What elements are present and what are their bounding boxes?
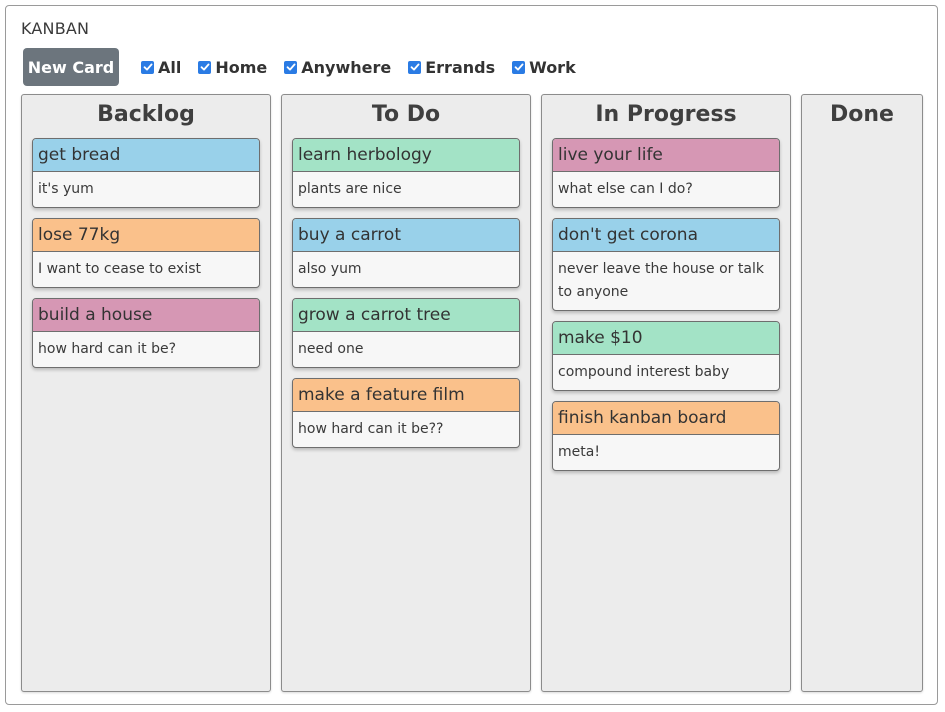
column-title: Done: [830, 102, 894, 127]
filter-label: Errands: [425, 57, 496, 77]
filter-errands[interactable]: Errands: [408, 58, 495, 77]
column-to-do: To Do learn herbology plants are nice bu…: [281, 94, 531, 692]
card-title: don't get corona: [553, 219, 779, 252]
filter-all[interactable]: All: [141, 58, 181, 77]
card-description: meta!: [558, 444, 600, 460]
filter-label: Work: [529, 57, 576, 77]
card-title: make $10: [553, 322, 779, 355]
board-columns: Backlog get bread it's yum lose 77kg I w…: [21, 94, 924, 694]
card[interactable]: don't get corona never leave the house o…: [552, 218, 780, 311]
card-title: finish kanban board: [553, 402, 779, 435]
kanban-app-frame: KANBAN New Card All Home Anywhere Errand…: [5, 5, 938, 705]
card[interactable]: buy a carrot also yum: [292, 218, 520, 288]
filter-work[interactable]: Work: [512, 58, 576, 77]
column-title: In Progress: [595, 102, 737, 127]
checkbox-checked-icon[interactable]: [408, 60, 422, 74]
card[interactable]: lose 77kg I want to cease to exist: [32, 218, 260, 288]
card-list: live your life what else can I do? don't…: [552, 138, 780, 481]
card-description: I want to cease to exist: [38, 261, 202, 277]
new-card-button[interactable]: New Card: [23, 48, 119, 86]
card-description: how hard can it be??: [298, 421, 444, 437]
card-description: need one: [298, 341, 364, 357]
app-title: KANBAN: [21, 19, 90, 38]
toolbar: New Card All Home Anywhere Errands Work: [23, 48, 593, 86]
card-description: also yum: [298, 261, 362, 277]
filter-anywhere[interactable]: Anywhere: [284, 58, 391, 77]
checkbox-checked-icon[interactable]: [141, 60, 154, 74]
card[interactable]: make a feature film how hard can it be??: [292, 378, 520, 448]
card-title: build a house: [33, 299, 259, 332]
column-in-progress: In Progress live your life what else can…: [541, 94, 791, 692]
column-backlog: Backlog get bread it's yum lose 77kg I w…: [21, 94, 271, 692]
card-title: grow a carrot tree: [293, 299, 519, 332]
checkbox-checked-icon[interactable]: [198, 60, 212, 74]
card-description: what else can I do?: [558, 181, 693, 197]
checkbox-checked-icon[interactable]: [512, 60, 526, 74]
card[interactable]: live your life what else can I do?: [552, 138, 780, 208]
card-title: lose 77kg: [33, 219, 259, 252]
card-title: get bread: [33, 139, 259, 172]
card-description: plants are nice: [298, 181, 402, 197]
card-list: learn herbology plants are nice buy a ca…: [292, 138, 520, 458]
card-list: get bread it's yum lose 77kg I want to c…: [32, 138, 260, 378]
checkbox-checked-icon[interactable]: [284, 60, 298, 74]
card[interactable]: grow a carrot tree need one: [292, 298, 520, 368]
card[interactable]: get bread it's yum: [32, 138, 260, 208]
column-done: Done: [801, 94, 923, 692]
card-title: live your life: [553, 139, 779, 172]
filter-label: Home: [215, 57, 268, 77]
card[interactable]: learn herbology plants are nice: [292, 138, 520, 208]
filter-group: All Home Anywhere Errands Work: [141, 58, 593, 77]
card-description: how hard can it be?: [38, 341, 176, 357]
filter-label: All: [158, 57, 182, 77]
card-title: learn herbology: [293, 139, 519, 172]
card-title: buy a carrot: [293, 219, 519, 252]
card[interactable]: make $10 compound interest baby: [552, 321, 780, 391]
card-title: make a feature film: [293, 379, 519, 412]
card-description: it's yum: [38, 181, 94, 197]
filter-home[interactable]: Home: [198, 58, 267, 77]
card-description: never leave the house or talk to anyone: [558, 261, 764, 300]
card[interactable]: finish kanban board meta!: [552, 401, 780, 471]
column-title: To Do: [371, 102, 441, 127]
card-description: compound interest baby: [558, 364, 730, 380]
column-title: Backlog: [97, 102, 195, 127]
filter-label: Anywhere: [301, 57, 392, 77]
card[interactable]: build a house how hard can it be?: [32, 298, 260, 368]
